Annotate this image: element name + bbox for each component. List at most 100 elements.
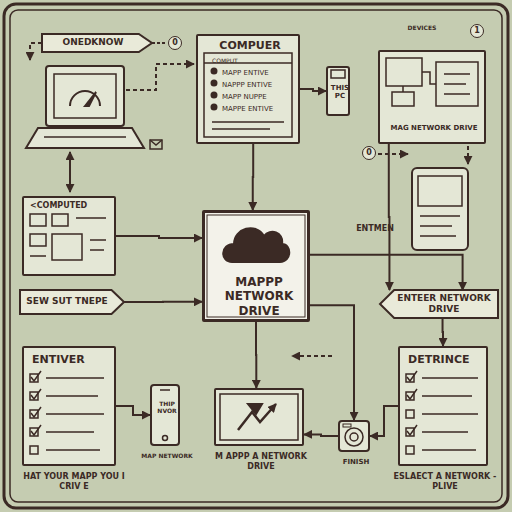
checklist-box: DETRINCEESLAECT A NETWORK - PLIVE (398, 346, 488, 466)
node-text: NAPPP ENTIVE (222, 81, 294, 89)
note-label: ENTMEN (348, 224, 402, 234)
phone-box: THIP NVORMAP NETWORK (150, 384, 180, 446)
node-title: DETRINCE (408, 353, 488, 366)
checklist-box: ENTIVERHAT YOUR MAPP YOU I CRIV E (22, 346, 116, 466)
node-title: SEW SUT TNEPE (24, 296, 110, 307)
main-process-box: MAPPP NETWORK DRIVE (202, 210, 310, 322)
flow-arrow (255, 322, 257, 388)
dashed-arrow (126, 64, 194, 90)
flow-arrow (310, 255, 463, 290)
list-bullet (212, 69, 217, 74)
camera-flash (343, 424, 351, 427)
tag-shape (20, 290, 124, 314)
network-icon (436, 62, 478, 106)
double-arrow (69, 152, 71, 192)
callout-number: 0 (168, 36, 182, 50)
monitor-box: M APPP A NETWORK DRIVE (214, 388, 304, 446)
check-box (406, 410, 414, 418)
list-line (212, 122, 284, 129)
node-title: MAPPP NETWORK DRIVE (219, 275, 299, 318)
window-icon (52, 214, 68, 226)
node-title: THIP NVOR (154, 400, 180, 414)
inner-border (207, 215, 305, 317)
node-title: COMPUER (198, 39, 302, 52)
callout-number: 1 (470, 24, 484, 38)
flow-arrow (300, 89, 326, 91)
flow-arrow (388, 144, 391, 290)
flow-arrow (304, 434, 338, 436)
device-box: THIS PC (326, 66, 350, 116)
check-box (406, 374, 414, 382)
flow-arrow (116, 236, 202, 238)
laptop-display (54, 74, 116, 118)
device-top (331, 70, 345, 78)
dashed-arrow (378, 153, 408, 155)
step-tag: ONEDKNOW (42, 34, 152, 52)
envelope-icon (150, 140, 162, 149)
check-lines (422, 378, 478, 450)
flow-arrow (442, 318, 444, 346)
gauge-arc (70, 91, 100, 106)
tag-shape (42, 34, 152, 52)
gauge-needle (85, 92, 96, 106)
monitor-screen (220, 394, 298, 440)
camera-lens (345, 428, 363, 446)
window-header-line (204, 62, 292, 64)
network-icon (386, 58, 422, 86)
check-box (30, 410, 38, 418)
check-box (30, 374, 38, 382)
checklist (30, 371, 478, 454)
window-box: MAG NETWORK DRIVE (378, 50, 486, 144)
dashed-arrow (467, 146, 469, 164)
phone-button (163, 436, 168, 441)
check-box (406, 446, 414, 454)
flow-arrow (124, 301, 202, 303)
callout-number: 0 (362, 146, 376, 160)
window-box: COMPUERCOMPUTMAPP ENTIVENAPPP ENTIVEMAPP… (196, 34, 300, 144)
list-bullet (212, 81, 217, 86)
tablet-screen (418, 176, 462, 206)
node-text: MAPPE ENTIVE (222, 105, 294, 113)
step-tag: SEW SUT TNEPE (20, 290, 124, 314)
window-icon (52, 234, 82, 260)
flow-arrow (310, 305, 354, 420)
inner-frame (10, 10, 502, 502)
window-lines (30, 218, 106, 256)
node-title: FINISH (330, 458, 382, 466)
dashed-arrow (30, 43, 42, 60)
cloud-icon (223, 228, 289, 262)
node-title: THIS PC (329, 84, 351, 101)
node-text: MAP NETWORK (136, 452, 198, 459)
network-icon (392, 92, 414, 106)
note-label: DEVICES (392, 24, 452, 31)
check-mark (407, 371, 417, 435)
node-text: ESLAECT A NETWORK - PLIVE (386, 472, 504, 491)
network-wire (403, 72, 470, 94)
check-box (30, 428, 38, 436)
check-box (30, 392, 38, 400)
node-title: ONEDKNOW (46, 37, 140, 48)
flow-arrow (116, 406, 150, 415)
camera-box: FINISH (338, 420, 370, 452)
node-text: HAT YOUR MAPP YOU I CRIV E (14, 472, 134, 491)
node-text: MAPP NUPPE (222, 93, 294, 101)
step-tag: ENTEER NETWORK DRIVE (380, 290, 498, 318)
check-mark (31, 371, 41, 435)
tablet-icon (412, 168, 468, 250)
window-icon (30, 214, 46, 226)
flow-arrow (252, 144, 254, 210)
check-box (30, 446, 38, 454)
leader-line (152, 42, 166, 44)
tablet-lines (420, 216, 460, 236)
check-box (406, 392, 414, 400)
check-lines (46, 378, 104, 450)
window-box: <COMPUTED (22, 196, 116, 276)
laptop-base (26, 128, 144, 148)
node-text: MAPP ENTIVE (222, 69, 294, 77)
check-box (406, 428, 414, 436)
laptop-keys (44, 136, 126, 138)
screen-icon (248, 404, 262, 414)
node-title: M APPP A NETWORK DRIVE (200, 452, 322, 471)
node-title: ENTEER NETWORK DRIVE (394, 293, 494, 315)
